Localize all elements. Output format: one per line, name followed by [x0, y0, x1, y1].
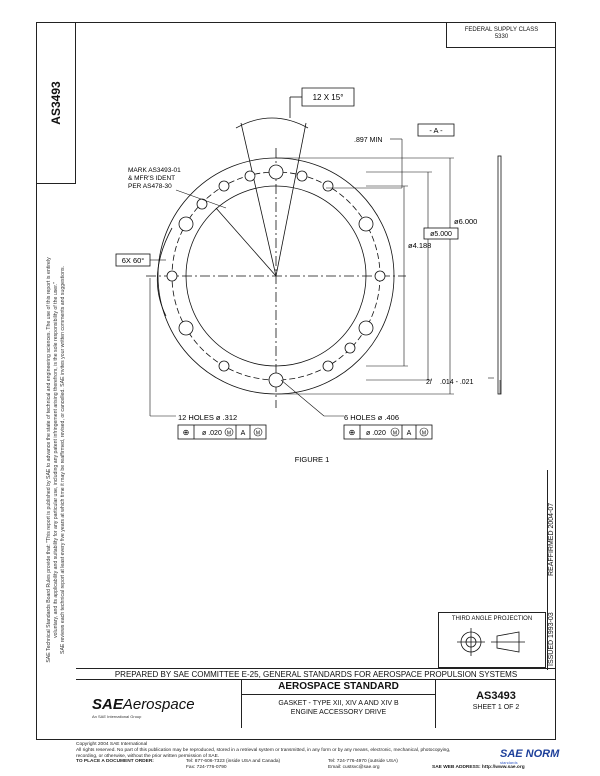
standard-header: AEROSPACE STANDARD — [242, 680, 435, 695]
thickness-prefix: 2/ — [426, 379, 432, 386]
footer-rights-2: recording, or otherwise, without the pri… — [76, 753, 220, 759]
figure-caption: FIGURE 1 — [295, 455, 330, 464]
logo-sae: SAE — [92, 696, 123, 713]
sae-logo: SAEAerospace — [92, 696, 195, 713]
watermark-main: SAE NORM — [500, 748, 560, 760]
third-angle-label: THIRD ANGLE PROJECTION — [451, 616, 533, 622]
footer-tel-2: Tel: 724-776-4970 (outside USA) — [328, 759, 398, 765]
side-notice-line-3: SAE reviews each technical report at lea… — [60, 266, 66, 654]
projection-symbol — [457, 628, 525, 656]
edge-view — [497, 155, 502, 395]
mark-note-3: PER AS478-30 — [128, 183, 172, 190]
sheet-number: SHEET 1 OF 2 — [472, 704, 520, 711]
side-doc-number: AS3493 — [48, 80, 63, 125]
hole-large — [358, 216, 374, 232]
footer: Copyright 2004 SAE International All rig… — [76, 742, 556, 771]
prepared-by: PREPARED BY SAE COMMITTEE E-25, GENERAL … — [76, 668, 556, 680]
holes12-frame-tol: ø .020 — [202, 430, 222, 437]
holes6-frame-symbol: ⊕ — [349, 428, 356, 437]
holes12-feature-frame — [177, 424, 267, 440]
doc-number: AS3493 — [476, 690, 516, 702]
footer-fax: Fax: 724-776-0790 — [186, 765, 227, 771]
side-notice: SAE Technical Standards Board Rules prov… — [44, 190, 66, 730]
logo-aerospace: Aerospace — [122, 696, 195, 713]
fsc-label: FEDERAL SUPPLY CLASS — [464, 27, 539, 33]
mark-note-1: MARK AS3493-01 — [128, 167, 181, 174]
angle-6x60: 6X 60° — [122, 256, 145, 265]
hole-large — [358, 320, 374, 336]
holes12-frame-mmc: M — [227, 431, 231, 437]
holes12-frame-datum: A — [241, 430, 246, 437]
revision-column: ISSUED 1993-03 REAFFIRMED 2004-07 — [547, 470, 557, 670]
federal-supply-class: FEDERAL SUPPLY CLASS 5330 — [446, 22, 556, 48]
holes6-feature-frame — [343, 424, 433, 440]
pattern-angle: 12 X 15° — [313, 93, 344, 102]
hole-large — [178, 320, 194, 336]
holes6-frame-mmc2: M — [422, 431, 426, 437]
hole-pattern — [166, 164, 386, 388]
standard-box: AEROSPACE STANDARD GASKET - TYPE XII, XI… — [242, 680, 436, 728]
engineering-drawing: 12 X 15° - A - .897 MIN MARK AS3493-01 &… — [115, 87, 502, 464]
footer-order: TO PLACE A DOCUMENT ORDER: — [76, 759, 154, 765]
holes12-label: 12 HOLES ø .312 — [178, 413, 237, 422]
drawing-frame — [36, 22, 556, 740]
footer-tel-1: Tel: 877-606-7323 (inside USA and Canada… — [186, 759, 281, 765]
dia-6000: ø6.000 — [454, 217, 477, 226]
reaffirmed-date: REAFFIRMED 2004-07 — [548, 502, 555, 576]
dia-4188: ø4.188 — [408, 241, 431, 250]
hole-large — [268, 372, 284, 388]
holes6-frame-tol: ø .020 — [366, 430, 386, 437]
title-line-1: GASKET - TYPE XII, XIV A AND XIV B — [278, 700, 399, 707]
watermark: SAE NORM standards — [500, 748, 559, 765]
side-doc-number-box: AS3493 — [36, 22, 76, 184]
hole-large — [268, 164, 284, 180]
third-angle-projection: THIRD ANGLE PROJECTION — [438, 612, 546, 668]
sae-logo-box: SAEAerospace An SAE International Group — [76, 680, 242, 728]
mark-note-2: & MFR'S IDENT — [128, 175, 175, 182]
footer-copyright: Copyright 2004 SAE International — [76, 742, 148, 747]
holes12-frame-symbol: ⊕ — [183, 428, 190, 437]
holes12-frame-mmc2: M — [256, 431, 260, 437]
dia-5000: ø5.000 — [430, 231, 452, 238]
doc-number-box: AS3493 SHEET 1 OF 2 — [436, 680, 556, 728]
holes6-frame-datum: A — [407, 430, 412, 437]
holes6-label: 6 HOLES ø .406 — [344, 413, 399, 422]
footer-rights: All rights reserved. No part of this pub… — [76, 747, 451, 753]
footer-web-address[interactable]: SAE WEB ADDRESS: http://www.sae.org — [432, 765, 525, 771]
datum-a: - A - — [429, 126, 443, 135]
title-line-2: ENGINE ACCESSORY DRIVE — [290, 709, 387, 716]
issued-date: ISSUED 1993-03 — [548, 612, 555, 666]
holes6-frame-mmc: M — [393, 431, 397, 437]
footer-email: Email: custsvc@sae.org — [328, 765, 380, 771]
hole-large — [178, 216, 194, 232]
fsc-value: 5330 — [494, 34, 509, 40]
thickness: .014 - .021 — [440, 379, 474, 386]
title-block: SAEAerospace An SAE International Group … — [76, 680, 556, 740]
logo-subtitle: An SAE International Group — [92, 714, 142, 719]
watermark-sub: standards — [500, 760, 518, 765]
dim-897: .897 MIN — [354, 137, 382, 144]
